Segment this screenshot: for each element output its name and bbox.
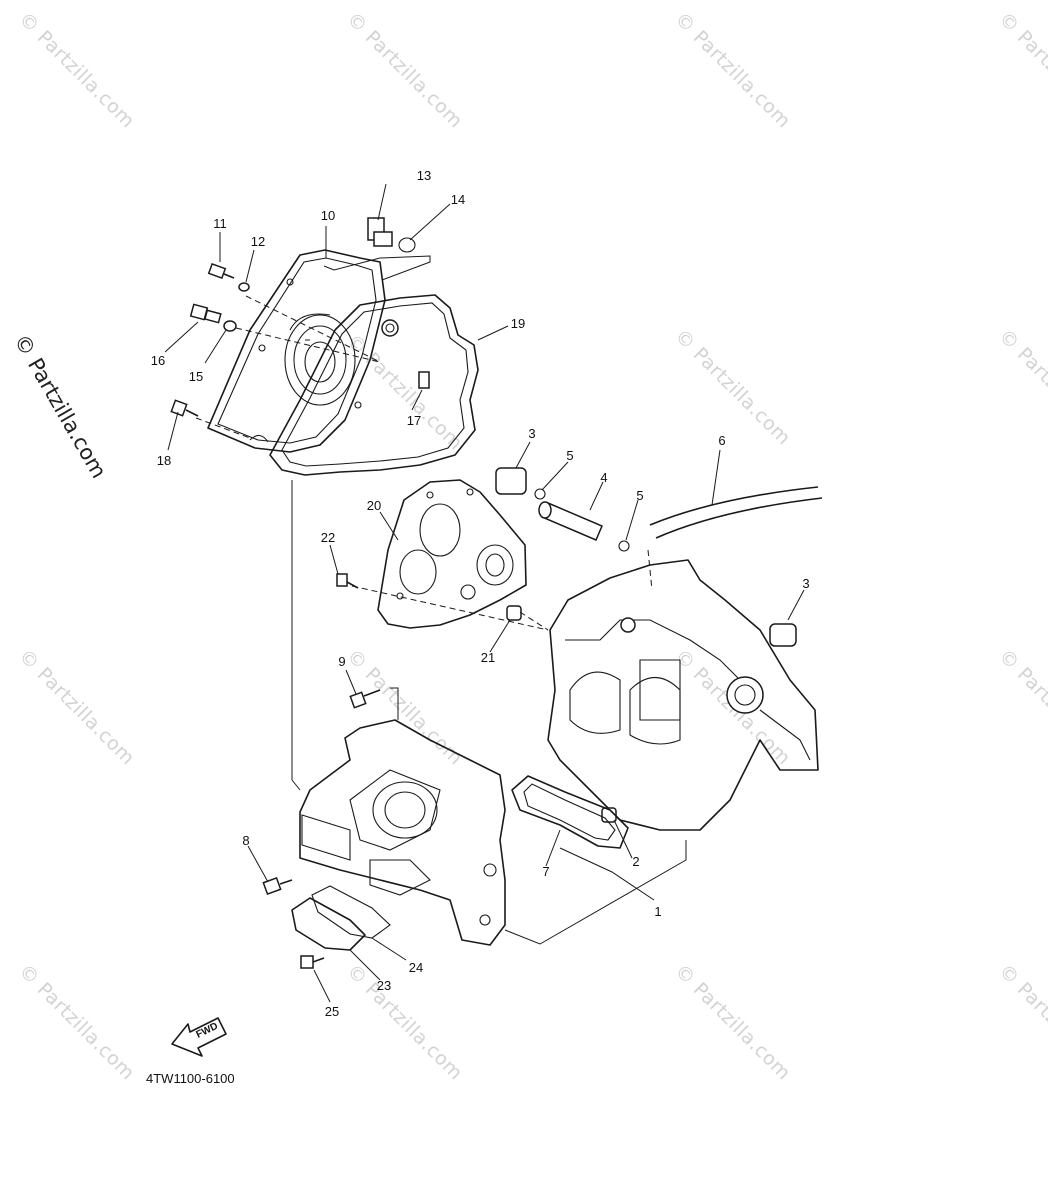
callout-5-left: 5 xyxy=(566,448,573,463)
callout-21: 21 xyxy=(481,650,495,665)
callout-10: 10 xyxy=(321,208,335,223)
pump-housing-20 xyxy=(377,479,527,629)
fwd-label: FWD xyxy=(194,1021,219,1041)
drawing-code: 4TW1100-6100 xyxy=(146,1071,235,1086)
pipe-4 xyxy=(538,501,603,541)
gasket-24 xyxy=(311,885,391,939)
o-ring-14 xyxy=(398,237,416,253)
callout-2: 2 xyxy=(632,854,639,869)
collar-3-right xyxy=(769,623,797,647)
callout-3-upper: 3 xyxy=(528,426,535,441)
bolt-16 xyxy=(189,303,222,324)
callout-5-right: 5 xyxy=(636,488,643,503)
callout-18: 18 xyxy=(157,453,171,468)
dowel-21 xyxy=(506,605,522,621)
o-ring-5-left xyxy=(534,488,546,500)
callout-22: 22 xyxy=(321,530,335,545)
washer-12 xyxy=(238,282,250,292)
callout-3-right: 3 xyxy=(802,576,809,591)
fwd-arrow-icon: FWD xyxy=(171,1017,227,1057)
callout-16: 16 xyxy=(151,353,165,368)
callout-1: 1 xyxy=(654,904,661,919)
plug-13 xyxy=(367,217,393,247)
bolt-25 xyxy=(300,955,325,969)
callout-23: 23 xyxy=(377,978,391,993)
gasket-19 xyxy=(269,294,479,476)
o-ring-5-right xyxy=(618,540,630,552)
hose-6 xyxy=(655,497,823,539)
bolt-11 xyxy=(207,262,235,280)
callout-9: 9 xyxy=(338,654,345,669)
callout-8: 8 xyxy=(242,833,249,848)
callout-19: 19 xyxy=(511,316,525,331)
callout-20: 20 xyxy=(367,498,381,513)
callout-25: 25 xyxy=(325,1004,339,1019)
hose-6-edge xyxy=(649,486,819,526)
dowel-pin-17 xyxy=(418,371,430,389)
washer-15 xyxy=(223,320,237,332)
callout-4: 4 xyxy=(600,470,607,485)
bolt-18 xyxy=(170,399,199,417)
crankcase-right-1 xyxy=(547,559,819,831)
callout-7: 7 xyxy=(542,864,549,879)
callout-17: 17 xyxy=(407,413,421,428)
bolt-9 xyxy=(349,689,381,709)
callout-15: 15 xyxy=(189,369,203,384)
callout-12: 12 xyxy=(251,234,265,249)
callout-6: 6 xyxy=(718,433,725,448)
cover-plate-23 xyxy=(291,897,366,951)
gasket-7 xyxy=(511,775,629,849)
callout-11: 11 xyxy=(213,216,227,231)
collar-3-upper xyxy=(495,467,527,495)
crankcase-left-1 xyxy=(299,719,506,946)
callout-24: 24 xyxy=(409,960,423,975)
callout-14: 14 xyxy=(451,192,465,207)
bolt-22 xyxy=(336,573,359,589)
callout-13: 13 xyxy=(417,168,431,183)
